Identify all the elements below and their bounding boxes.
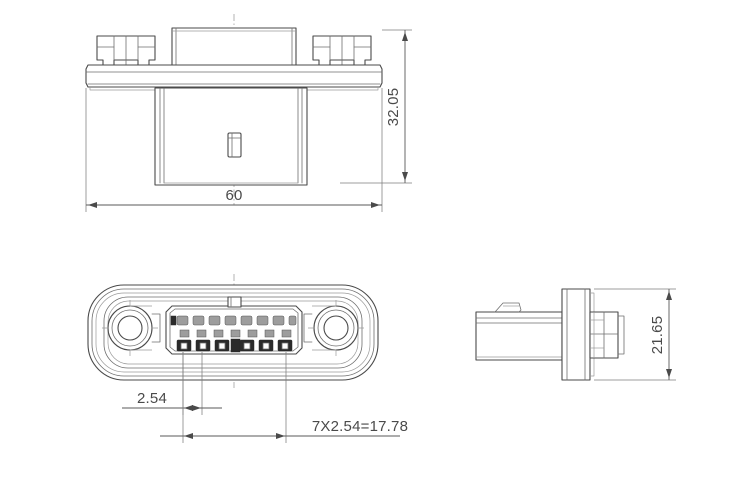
side-view-latch-tab (494, 302, 522, 313)
front-view-pin-row-bottom (176, 338, 293, 353)
front-view-pin-row-top (170, 315, 297, 326)
front-view-retention-webs (130, 305, 336, 351)
front-view: 2.54 7X2.54=17.78 (87, 274, 408, 443)
side-view-front-shroud (589, 311, 625, 359)
side-view-rear-barrel (475, 311, 563, 361)
dim-span-7x254: 7X2.54=17.78 (160, 352, 408, 443)
dim-height-3205: 32.05 (340, 29, 412, 184)
dim-span-7x254-label: 7X2.54=17.78 (312, 418, 408, 435)
dim-height-3205-label: 32.05 (385, 88, 402, 127)
top-view-rear-body (171, 27, 297, 69)
side-view: 21.65 (475, 288, 676, 381)
dim-width-60: 60 (85, 88, 383, 212)
front-view-right-mounting-hole (308, 300, 364, 356)
front-view-pin-row-middle (179, 329, 292, 338)
dim-pitch-254-label: 2.54 (137, 390, 167, 407)
top-view-center-key (227, 132, 242, 158)
dim-height-2165: 21.65 (594, 288, 676, 381)
top-view: 32.05 60 (85, 14, 412, 212)
front-view-top-key-notch (227, 296, 242, 308)
top-view-flange (85, 64, 383, 91)
dim-width-60-label: 60 (225, 187, 242, 204)
top-view-left-jackpost (96, 35, 156, 66)
top-view-right-jackpost (312, 35, 372, 66)
dim-height-2165-label: 21.65 (649, 316, 666, 355)
side-view-flange (561, 288, 595, 381)
